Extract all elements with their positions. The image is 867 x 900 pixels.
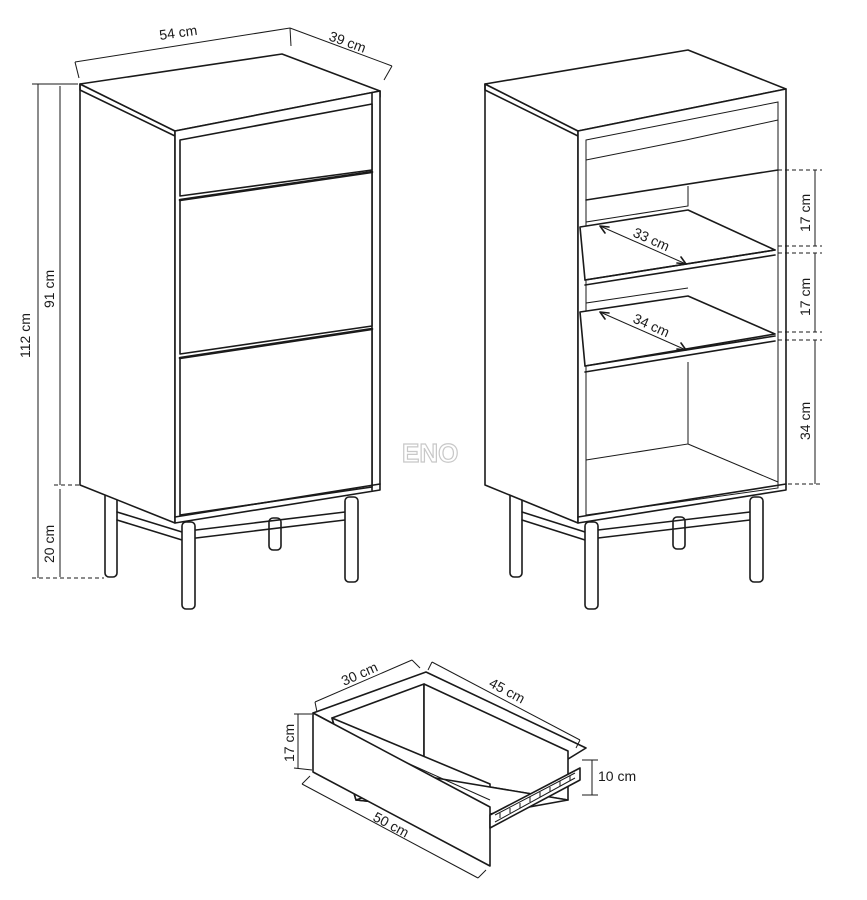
front-leg-right	[344, 496, 359, 583]
drawer-height-label: 17 cm	[281, 724, 297, 762]
open-leg-right	[749, 496, 764, 583]
watermark-logo: ENO	[402, 438, 458, 468]
drawer-inner-depth-label: 30 cm	[339, 659, 380, 689]
shelf-lower	[579, 295, 776, 367]
open-interior	[585, 101, 779, 516]
shelf-gap-middle-label: 17 cm	[797, 278, 813, 316]
total-height-label: 112 cm	[17, 313, 33, 358]
drawer-side-height-label: 10 cm	[598, 768, 636, 784]
bottom-compartment-label: 34 cm	[797, 402, 813, 440]
drawer-runner	[489, 767, 581, 829]
open-legs	[509, 491, 751, 578]
drawer-front-panel	[312, 712, 491, 867]
front-view-cabinet	[79, 53, 381, 610]
front-lower-flap	[179, 328, 373, 516]
open-side-panel	[484, 83, 579, 524]
front-drawer	[179, 103, 373, 197]
body-height-label: 91 cm	[41, 270, 57, 308]
front-side-panel	[79, 83, 176, 524]
front-leg-left	[181, 521, 196, 610]
drawer-view	[312, 671, 587, 867]
front-upper-flap	[179, 171, 373, 355]
shelf-gap-top-label: 17 cm	[797, 194, 813, 232]
open-leg-left	[584, 521, 599, 610]
leg-height-label: 20 cm	[41, 525, 57, 563]
open-view-cabinet	[484, 49, 787, 610]
width-label: 54 cm	[158, 22, 198, 43]
depth-label: 39 cm	[327, 28, 368, 56]
front-legs	[104, 491, 346, 578]
